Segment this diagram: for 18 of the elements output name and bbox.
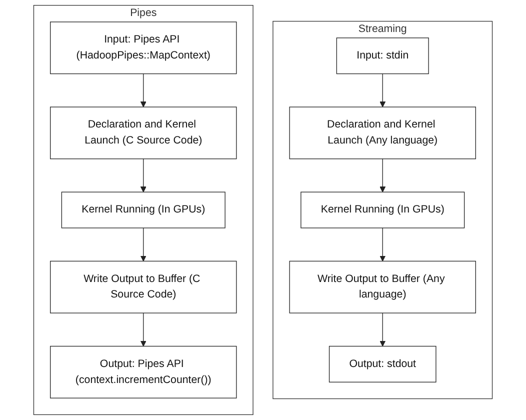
node-box: Write Output to Buffer (Any language) (289, 260, 476, 314)
node-box: Declaration and Kernel Launch (C Source Code) (50, 106, 237, 160)
arrow (140, 158, 146, 192)
arrow (140, 312, 146, 346)
arrow (380, 158, 386, 192)
node-box: Kernel Running (In GPUs) (61, 192, 226, 228)
node-box: Input: Pipes API (HadoopPipes::MapContext) (50, 22, 237, 74)
node-box: Kernel Running (In GPUs) (300, 192, 465, 228)
node-box: Output: Pipes API (context.incrementCounter()) (50, 346, 237, 398)
arrow (380, 73, 386, 108)
arrow (140, 228, 146, 262)
node-box: Input: stdin (336, 38, 429, 74)
arrow (140, 73, 146, 108)
node-box: Write Output to Buffer (C Source Code) (50, 260, 237, 314)
node-box: Declaration and Kernel Launch (Any language) (289, 106, 476, 160)
arrow (380, 228, 386, 262)
arrow (380, 312, 386, 346)
node-box: Output: stdout (328, 346, 436, 382)
